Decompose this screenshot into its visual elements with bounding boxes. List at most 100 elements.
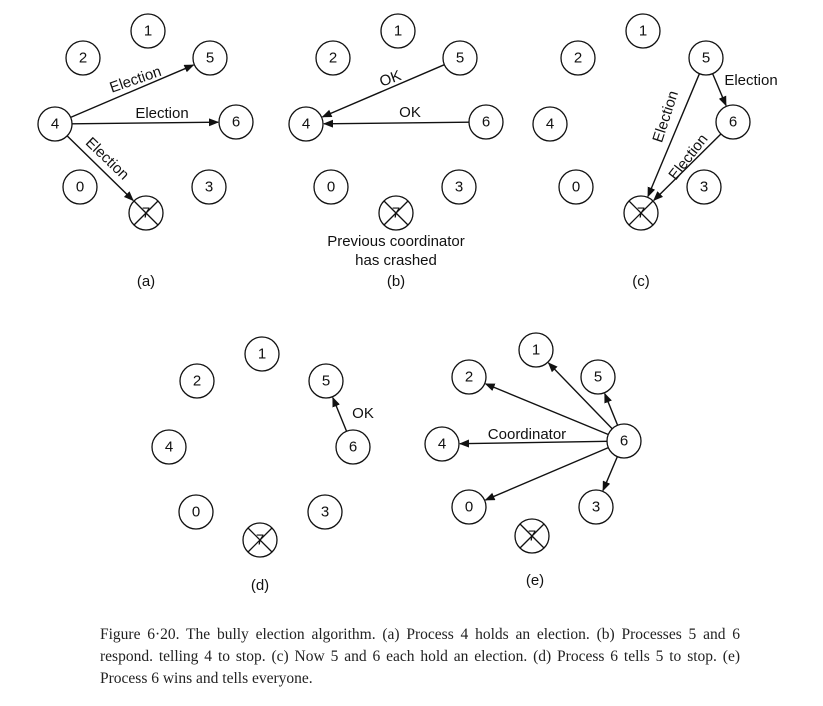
node-circle <box>313 169 349 205</box>
process-node-0: 0 <box>313 169 349 205</box>
process-node-6: 6 <box>335 429 371 465</box>
node-circle <box>65 40 101 76</box>
process-node-2: 2 <box>65 40 101 76</box>
node-circle <box>451 489 487 525</box>
node-circle <box>130 13 166 49</box>
edge-5-to-7 <box>647 73 701 198</box>
figure-caption: Figure 6·20. The bully election algorith… <box>100 626 740 687</box>
edge-label-coordinator: Coordinator <box>488 426 566 443</box>
node-label: 6 <box>232 114 240 131</box>
process-node-4: 4 <box>37 106 73 142</box>
crash-note-line: has crashed <box>355 252 437 269</box>
edge-4-to-7 <box>66 135 134 202</box>
node-circle <box>178 494 214 530</box>
process-node-5: 5 <box>580 359 616 395</box>
node-circle <box>578 489 614 525</box>
panel-d: OK12546037(d) <box>151 336 374 594</box>
crash-cross <box>519 523 545 549</box>
process-node-6: 6 <box>218 104 254 140</box>
process-node-1: 1 <box>244 336 280 372</box>
process-node-2: 2 <box>315 40 351 76</box>
node-label: 2 <box>79 50 87 67</box>
panel-label: (b) <box>387 273 405 290</box>
node-label: 1 <box>639 23 647 40</box>
process-node-5: 5 <box>192 40 228 76</box>
node-label: 6 <box>620 433 628 450</box>
node-circle <box>37 106 73 142</box>
node-circle <box>518 332 554 368</box>
edge-label-ok: OK <box>352 405 374 422</box>
node-circle <box>179 363 215 399</box>
node-label: 2 <box>329 50 337 67</box>
node-circle <box>715 104 751 140</box>
process-node-0: 0 <box>178 494 214 530</box>
node-label: 4 <box>51 116 59 133</box>
node-label: 0 <box>465 499 473 516</box>
process-node-6: 6 <box>606 423 642 459</box>
node-circle <box>192 40 228 76</box>
crash-note-line: Previous coordinator <box>327 233 465 250</box>
node-label: 3 <box>700 179 708 196</box>
panel-c: ElectionElectionElection12546037(c) <box>532 13 778 290</box>
node-label: 3 <box>205 179 213 196</box>
node-circle <box>442 40 478 76</box>
node-circle <box>686 169 722 205</box>
process-node-1: 1 <box>625 13 661 49</box>
node-label: 3 <box>455 179 463 196</box>
crashed-process-node: 7 <box>128 195 164 231</box>
node-circle <box>380 13 416 49</box>
process-node-3: 3 <box>686 169 722 205</box>
edge-5-to-6 <box>711 73 727 107</box>
node-label: 2 <box>465 369 473 386</box>
process-node-5: 5 <box>442 40 478 76</box>
process-node-5: 5 <box>688 40 724 76</box>
node-label: 5 <box>206 50 214 67</box>
process-node-4: 4 <box>151 429 187 465</box>
process-node-4: 4 <box>532 106 568 142</box>
edge-label-election: Election <box>649 89 682 145</box>
process-node-3: 3 <box>441 169 477 205</box>
node-circle <box>315 40 351 76</box>
edge-label-ok: OK <box>377 67 403 90</box>
panel-label: (e) <box>526 572 544 589</box>
process-node-2: 2 <box>179 363 215 399</box>
node-circle <box>151 429 187 465</box>
process-node-4: 4 <box>288 106 324 142</box>
node-circle <box>307 494 343 530</box>
process-node-0: 0 <box>451 489 487 525</box>
node-label: 5 <box>702 50 710 67</box>
node-circle <box>451 359 487 395</box>
edge-6-to-1 <box>547 362 613 430</box>
crashed-process-node: 7 <box>242 522 278 558</box>
edge-6-to-2 <box>484 383 609 436</box>
process-node-0: 0 <box>62 169 98 205</box>
node-circle <box>532 106 568 142</box>
node-label: 6 <box>482 114 490 131</box>
edge-label-election: Election <box>724 72 777 89</box>
crash-cross <box>628 200 654 226</box>
edge-6-to-7 <box>653 133 722 202</box>
node-label: 5 <box>456 50 464 67</box>
process-node-3: 3 <box>578 489 614 525</box>
node-circle <box>606 423 642 459</box>
node-circle <box>244 336 280 372</box>
panel-e: Coordinator12546037(e) <box>424 332 642 589</box>
process-node-2: 2 <box>451 359 487 395</box>
node-circle <box>424 426 460 462</box>
bully-election-diagram: ElectionElectionElection12546037(a)OKOK1… <box>37 13 778 594</box>
crash-cross <box>133 200 159 226</box>
crashed-process-node: 7 <box>378 195 414 231</box>
process-node-6: 6 <box>715 104 751 140</box>
node-label: 4 <box>165 439 173 456</box>
edge-4-to-6 <box>71 118 220 127</box>
process-node-1: 1 <box>518 332 554 368</box>
node-label: 1 <box>144 23 152 40</box>
node-label: 0 <box>192 504 200 521</box>
node-label: 2 <box>193 373 201 390</box>
node-circle <box>308 363 344 399</box>
node-circle <box>560 40 596 76</box>
edge-5-to-4 <box>321 64 445 118</box>
edge-6-to-3 <box>602 456 619 492</box>
